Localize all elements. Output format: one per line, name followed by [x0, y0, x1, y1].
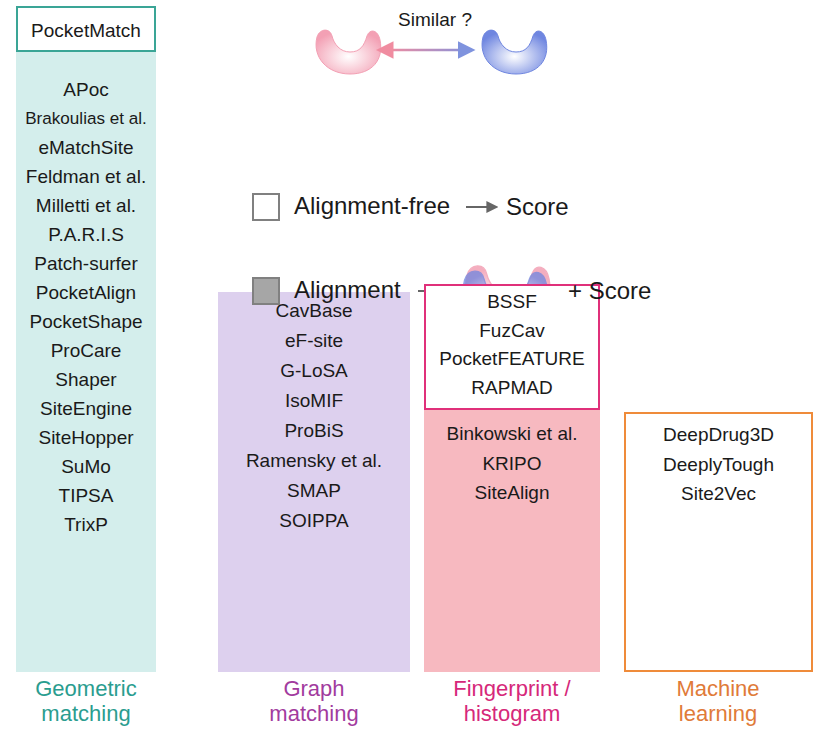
method-name: G-LoSA — [280, 356, 348, 386]
method-name: PocketAlign — [36, 278, 136, 307]
legend-swatch — [252, 277, 280, 305]
method-name: Binkowski et al. — [447, 419, 578, 449]
method-name: Shaper — [55, 365, 116, 394]
method-name: PocketFEATURE — [439, 345, 584, 374]
score-label: Score — [506, 192, 596, 222]
similarity-arrow — [390, 49, 472, 52]
method-name: APoc — [63, 75, 108, 104]
method-name: eF-site — [285, 326, 343, 356]
pocket-shape — [316, 30, 381, 74]
pocket-shape — [482, 30, 547, 74]
method-name: Site2Vec — [681, 479, 756, 509]
method-name: FuzCav — [479, 317, 544, 346]
method-name: IsoMIF — [285, 386, 343, 416]
legend-label: Alignment-free — [294, 191, 450, 221]
method-name: SiteAlign — [475, 478, 550, 508]
method-name: Brakoulias et al. — [25, 104, 147, 133]
question-label: Similar ? — [380, 8, 490, 32]
legend-swatch — [252, 193, 280, 221]
method-name: ProBiS — [284, 416, 343, 446]
method-band: Binkowski et al.KRIPOSiteAlign — [424, 410, 600, 672]
method-name: SMAP — [287, 476, 341, 506]
method-name: TrixP — [64, 510, 108, 539]
method-name: SiteHopper — [38, 423, 133, 452]
method-name: ProCare — [51, 336, 122, 365]
method-name: Ramensky et al. — [246, 446, 382, 476]
score-label: + Score — [568, 276, 678, 306]
method-name: PocketMatch — [31, 16, 141, 45]
method-name: KRIPO — [482, 449, 541, 479]
category-label: Geometric matching — [11, 676, 161, 726]
method-name: PocketShape — [29, 307, 142, 336]
method-name: SuMo — [61, 452, 111, 481]
method-band: APocBrakoulias et al.eMatchSiteFeldman e… — [16, 52, 156, 672]
method-name: BSSF — [487, 288, 537, 317]
method-name: P.A.R.I.S — [48, 220, 124, 249]
method-name: DeepDrug3D — [663, 420, 774, 450]
category-label: Graph matching — [254, 676, 374, 726]
method-name: SiteEngine — [40, 394, 132, 423]
alignment-free-box: DeepDrug3DDeeplyToughSite2Vec — [624, 412, 813, 672]
category-label: Machine learning — [638, 676, 798, 726]
method-name: DeeplyTough — [663, 450, 774, 480]
legend-arrow — [466, 206, 496, 208]
method-band: CavBaseeF-siteG-LoSAIsoMIFProBiSRamensky… — [218, 292, 410, 672]
method-name: TIPSA — [59, 481, 114, 510]
method-name: Patch-surfer — [34, 249, 137, 278]
method-name: eMatchSite — [38, 133, 133, 162]
method-name: SOIPPA — [279, 506, 348, 536]
alignment-free-box: PocketMatch — [16, 6, 156, 52]
legend-label: Alignment — [294, 275, 401, 305]
method-name: RAPMAD — [471, 374, 552, 403]
category-label: Fingerprint / histogram — [417, 676, 607, 726]
method-name: Feldman et al. — [26, 162, 146, 191]
method-name: Milletti et al. — [36, 191, 136, 220]
